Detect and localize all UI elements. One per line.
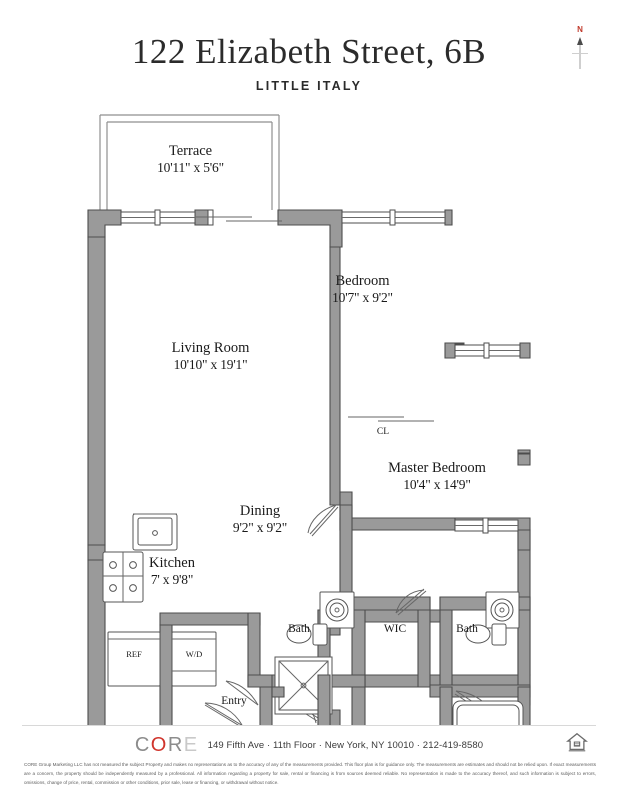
room-label-dining: Dining 9'2" x 9'2" [180, 503, 340, 536]
core-logo-r: R [167, 734, 184, 756]
equal-housing-opportunity-icon [566, 731, 588, 753]
closet-sliding-doors [348, 416, 434, 422]
footer-divider [22, 725, 596, 726]
room-label-bath-hall: Bath [272, 623, 326, 637]
core-logo: CORE [135, 734, 199, 756]
room-name-entry: Entry [221, 695, 247, 707]
footer-address: 149 Fifth Ave · 11th Floor · New York, N… [207, 740, 484, 751]
room-label-wic: WIC [368, 623, 422, 637]
room-label-living-room: Living Room 10'10" x 19'1" [103, 340, 318, 373]
core-logo-e: E [183, 734, 199, 756]
appliance-name-refrigerator: REF [126, 649, 142, 659]
floorplan-drawing: .w { fill:#9a9a9a; stroke:#4d4d4d; strok… [0, 105, 618, 796]
room-dim-dining: 9'2" x 9'2" [232, 520, 288, 536]
room-label-bedroom: Bedroom 10'7" x 9'2" [275, 273, 450, 306]
room-dim-living-room: 10'10" x 19'1" [173, 357, 248, 373]
room-label-terrace: Terrace 10'11" x 5'6" [93, 143, 288, 176]
core-logo-o: O [150, 734, 168, 756]
appliance-label-refrigerator: REF [110, 649, 158, 659]
master-bath-fixtures [452, 591, 524, 748]
footer: CORE 149 Fifth Ave · 11th Floor · New Yor… [0, 725, 618, 800]
room-dim-kitchen: 7' x 9'8" [150, 572, 194, 588]
hall-bath-fixtures [274, 591, 355, 715]
footer-brand-row: CORE 149 Fifth Ave · 11th Floor · New Yor… [0, 734, 618, 757]
north-triangle-icon [577, 37, 583, 45]
core-logo-c: C [134, 734, 151, 756]
neighborhood-subtitle: LITTLE ITALY [255, 79, 363, 93]
terrace-outline [99, 114, 280, 210]
north-crossbar-icon [572, 53, 588, 54]
header: 122 Elizabeth Street, 6B LITTLE ITALY [0, 0, 618, 110]
room-label-entry: Entry [198, 695, 270, 709]
room-name-bedroom: Bedroom [335, 273, 390, 289]
room-label-master-bedroom: Master Bedroom 10'4" x 14'9" [352, 460, 522, 493]
page-title: 122 Elizabeth Street, 6B [131, 32, 487, 71]
bedroom-window-right [444, 342, 531, 359]
room-name-living-room: Living Room [171, 340, 250, 356]
terrace-sliding-door [196, 216, 282, 222]
room-name-bath-master: Bath [456, 623, 478, 635]
room-name-kitchen: Kitchen [149, 555, 195, 571]
room-label-kitchen: Kitchen 7' x 9'8" [112, 555, 232, 588]
room-name-dining: Dining [239, 503, 281, 519]
room-dim-terrace: 10'11" x 5'6" [157, 160, 224, 176]
kitchen-fixtures [102, 513, 217, 687]
footer-disclaimer: CORE Group Marketing LLC has not measure… [24, 762, 596, 785]
room-name-bath-hall: Bath [288, 623, 310, 635]
room-dim-bedroom: 10'7" x 9'2" [332, 290, 393, 306]
north-arrow-icon: N [569, 26, 591, 70]
north-stem-icon [579, 45, 581, 69]
room-name-master-bedroom: Master Bedroom [388, 460, 486, 476]
room-name-closet: CL [376, 427, 390, 437]
appliance-name-washer-dryer: W/D [185, 649, 203, 659]
room-dim-master-bedroom: 10'4" x 14'9" [403, 477, 471, 493]
room-name-wic: WIC [383, 623, 407, 635]
appliance-label-washer-dryer: W/D [170, 649, 218, 659]
wall-details [271, 674, 331, 728]
room-name-terrace: Terrace [168, 143, 213, 159]
room-label-bath-master: Bath [440, 623, 494, 637]
north-label: N [577, 25, 583, 34]
room-label-closet: CL [358, 427, 408, 438]
